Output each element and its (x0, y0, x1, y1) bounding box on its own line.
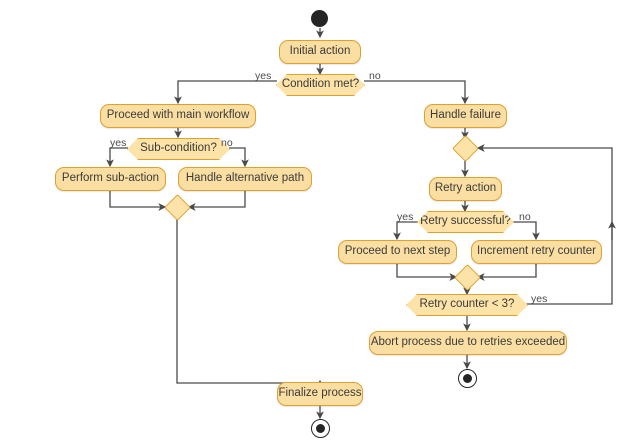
action-label: Finalize process (278, 387, 362, 400)
action-label: Retry action (434, 182, 497, 195)
edge-label-sub-condition-yes: yes (110, 137, 127, 149)
edge-label-retry-successful-yes: yes (397, 211, 414, 223)
edge-label-condition-no: no (369, 70, 381, 82)
edge-sub-condition-yes (106, 147, 128, 168)
action-label: Proceed with main workflow (106, 109, 250, 122)
action-retry-action[interactable]: Retry action (429, 177, 502, 201)
initial-node (311, 10, 328, 27)
action-label: Handle alternative path (185, 172, 305, 185)
decision-label: Retry counter < 3? (419, 298, 515, 311)
action-proceed-with-main-workflow[interactable]: Proceed with main workflow (100, 104, 256, 128)
edge-label-sub-condition-no: no (221, 137, 233, 149)
decision-label: Condition met? (281, 78, 360, 91)
action-increment-retry-counter[interactable]: Increment retry counter (471, 240, 602, 264)
action-initial-action[interactable]: Initial action (279, 40, 361, 64)
decision-retry-counter-check[interactable]: Retry counter < 3? (406, 294, 528, 316)
edge-retry-successful-no (513, 221, 540, 241)
decision-retry-successful[interactable]: Retry successful? (417, 211, 514, 233)
edge-perform-sub-action-to-merge (109, 190, 167, 211)
action-label: Abort process due to retries exceeded (370, 336, 566, 349)
edge-condition-no (364, 80, 469, 105)
edge-label-condition-yes: yes (255, 70, 272, 82)
edge-sub-condition-no (229, 147, 249, 168)
action-perform-sub-action[interactable]: Perform sub-action (55, 167, 166, 191)
action-label: Perform sub-action (61, 172, 160, 185)
action-finalize-process[interactable]: Finalize process (277, 382, 363, 406)
action-proceed-to-next-step[interactable]: Proceed to next step (338, 240, 457, 264)
decision-label: Sub-condition? (140, 142, 217, 155)
edge-label-retry-counter-yes: yes (531, 293, 548, 305)
edge-label-retry-successful-no: no (519, 211, 531, 223)
edge-handle-alternative-to-merge (187, 190, 246, 211)
final-node-abort (458, 369, 477, 388)
edge-retry-successful-yes (393, 221, 418, 241)
action-label: Proceed to next step (344, 245, 451, 258)
decision-label: Retry successful? (420, 215, 511, 228)
action-label: Handle failure (430, 109, 501, 122)
action-label: Initial action (289, 45, 351, 58)
edge-proceed-next-to-merge (396, 263, 458, 281)
action-label: Increment retry counter (477, 245, 596, 258)
action-handle-failure[interactable]: Handle failure (424, 104, 507, 128)
final-node-finalize (311, 419, 330, 438)
action-abort-process[interactable]: Abort process due to retries exceeded (369, 331, 567, 355)
decision-sub-condition[interactable]: Sub-condition? (127, 138, 230, 160)
action-handle-alternative-path[interactable]: Handle alternative path (178, 167, 312, 191)
edge-merge-left-to-finalize (176, 217, 324, 388)
edge-condition-yes (174, 80, 277, 105)
decision-condition-met[interactable]: Condition met? (276, 74, 365, 96)
edge-increment-retry-to-merge (476, 263, 537, 281)
